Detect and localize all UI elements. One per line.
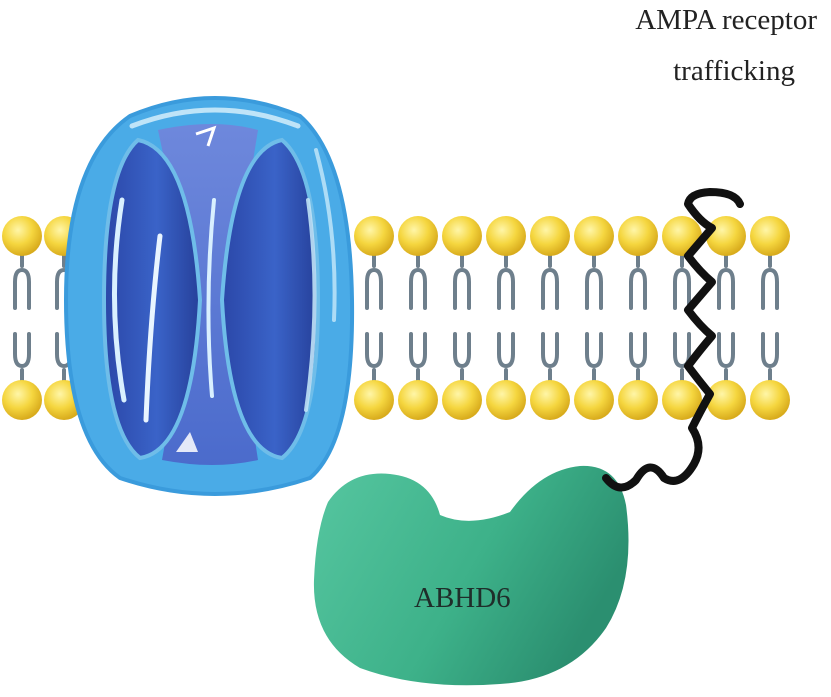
lipid-tail-lower — [761, 332, 779, 382]
lipid-head-lower — [618, 380, 658, 420]
lipid-tail-upper — [541, 254, 559, 310]
lipid-tail-upper — [629, 254, 647, 310]
lipid-head-lower — [442, 380, 482, 420]
lipid-head-lower — [530, 380, 570, 420]
abhd6-protein — [313, 465, 629, 686]
transmembrane-linker — [602, 188, 744, 492]
lipid-tail-lower — [453, 332, 471, 382]
lipid-tail-lower — [13, 332, 31, 382]
title-line-2: trafficking — [673, 55, 795, 87]
lipid-head-lower — [398, 380, 438, 420]
title-line-1: AMPA receptor — [635, 4, 817, 36]
lipid-head-lower — [662, 380, 702, 420]
lipid-head-upper — [442, 216, 482, 256]
ampa-receptor-channel — [63, 96, 355, 496]
lipid-tail-lower — [409, 332, 427, 382]
lipid-tail-lower — [629, 332, 647, 382]
lipid-tail-upper — [761, 254, 779, 310]
channel-bottom-notch — [176, 432, 198, 452]
lipid-tail-lower — [497, 332, 515, 382]
lipid-head-lower — [354, 380, 394, 420]
lipid-head-lower — [2, 380, 42, 420]
lipid-head-lower — [486, 380, 526, 420]
lipid-tail-lower — [541, 332, 559, 382]
lipid-tail-upper — [453, 254, 471, 310]
channel-right-subunit — [219, 137, 321, 461]
lipid-tail-upper — [497, 254, 515, 310]
channel-left-inner-shine — [143, 233, 163, 423]
lipid-head-upper — [486, 216, 526, 256]
lipid-head-lower — [750, 380, 790, 420]
lipid-tail-upper — [673, 254, 691, 310]
channel-right-edge-shine — [304, 198, 317, 412]
lipid-head-upper — [706, 216, 746, 256]
lipid-head-upper — [618, 216, 658, 256]
lipid-tail-lower — [365, 332, 383, 382]
channel-rim-highlight — [129, 107, 301, 129]
channel-rim-highlight-right — [314, 148, 337, 322]
lipid-head-lower — [574, 380, 614, 420]
lipid-head-upper — [530, 216, 570, 256]
channel-left-shine — [111, 197, 127, 403]
lipid-tail-upper — [585, 254, 603, 310]
lipid-head-upper — [398, 216, 438, 256]
channel-right-shine — [206, 198, 216, 398]
lipid-tail-upper — [365, 254, 383, 310]
lipid-tail-upper — [409, 254, 427, 310]
lipid-tail-upper — [13, 254, 31, 310]
lipid-head-upper — [750, 216, 790, 256]
lipid-tail-lower — [585, 332, 603, 382]
lipid-head-lower — [706, 380, 746, 420]
lipid-head-upper — [354, 216, 394, 256]
lipid-tail-lower — [717, 332, 735, 382]
channel-top-notch — [195, 125, 217, 147]
lipid-head-upper — [574, 216, 614, 256]
abhd6-label: ABHD6 — [414, 582, 511, 614]
lipid-tail-upper — [717, 254, 735, 310]
lipid-tail-lower — [673, 332, 691, 382]
lipid-head-upper — [2, 216, 42, 256]
